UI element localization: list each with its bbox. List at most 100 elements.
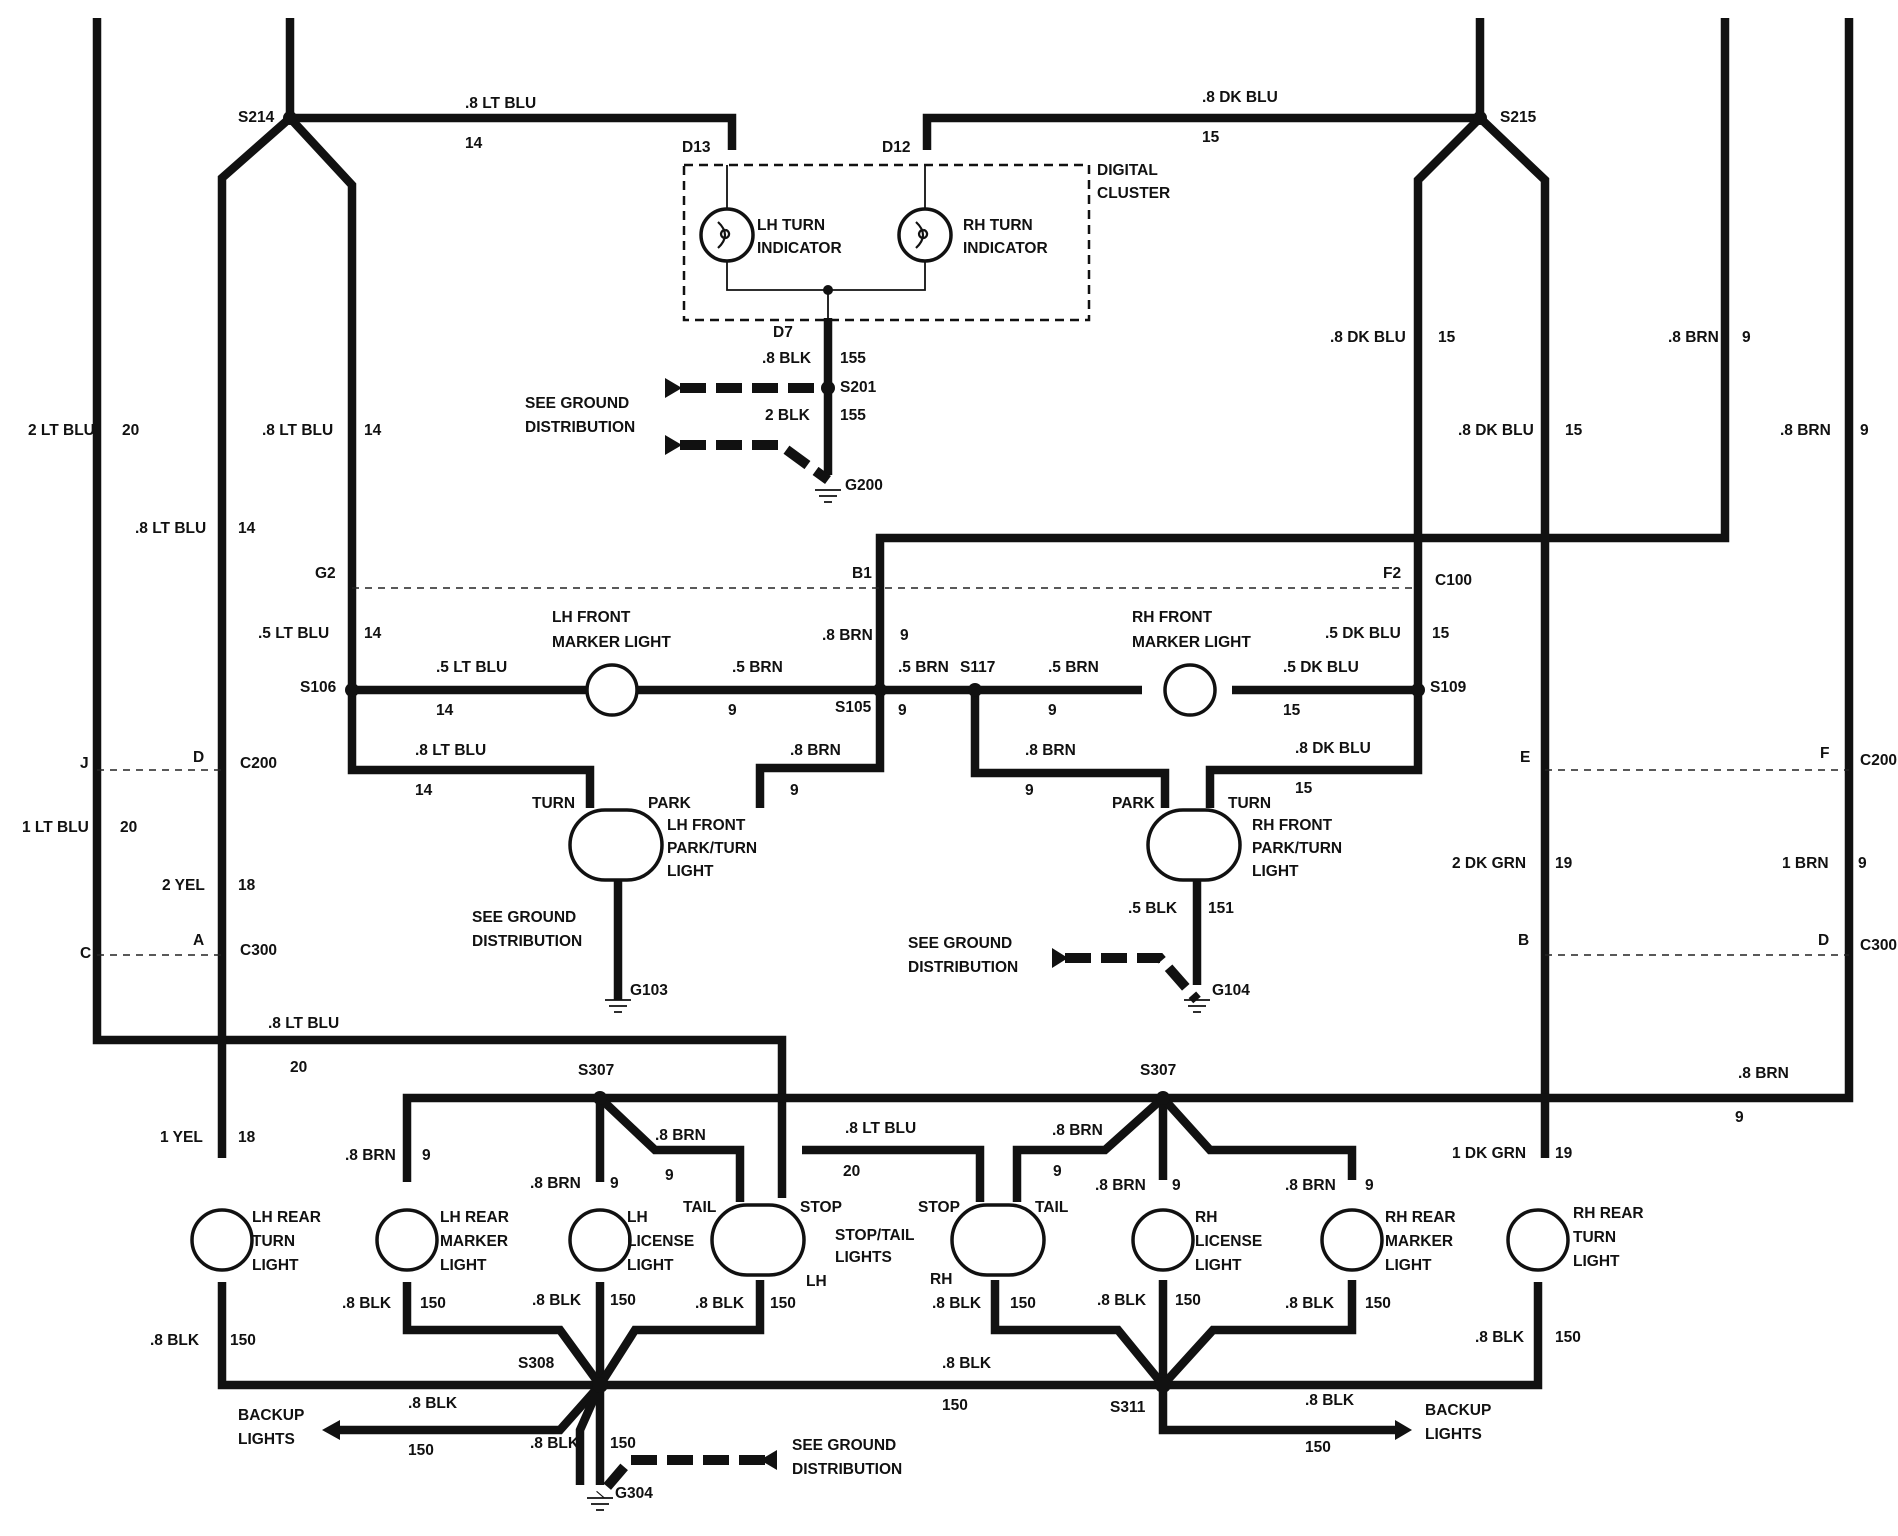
see-ground-label-1: SEE GROUND [472,909,576,926]
rh-rear-turn-label-1: RH REAR [1573,1205,1644,1222]
lh-turn-indicator-label-2: INDICATOR [757,240,842,257]
wire-label: 1 DK GRN [1452,1145,1526,1162]
circuit-label: 19 [1555,855,1573,872]
circuit-label: 14 [415,782,433,799]
rh-front-pt-label-3: LIGHT [1252,863,1299,880]
wire-label: .8 LT BLU [845,1120,916,1137]
wire-label: 1 LT BLU [22,819,89,836]
lh-front-marker-bulb [585,663,639,717]
wire-label: .8 LT BLU [268,1015,339,1032]
pin-a: A [193,932,204,949]
lh-rear-marker-label-3: LIGHT [440,1257,487,1274]
rh-stop-tail-bulb [950,1203,1046,1277]
wire-label: .8 BLK [695,1295,745,1312]
wire-label: .8 BLK [532,1292,582,1309]
wire-label: .8 BLK [942,1355,992,1372]
pin-c: C [80,945,91,962]
circuit-label: 15 [1432,625,1450,642]
circuit-label: 150 [230,1332,256,1349]
wire-label: 1 BRN [1782,855,1829,872]
splice-s105: S105 [835,699,872,716]
circuit-label: 15 [1295,780,1313,797]
stop-tail-label-2: LIGHTS [835,1249,892,1266]
wire-label: .8 LT BLU [262,422,333,439]
rh-front-park-turn-bulb [1146,808,1242,882]
connector-c100: C100 [1435,572,1472,589]
connector-d12: D12 [882,139,910,156]
circuit-label: 9 [1053,1163,1062,1180]
wire-label: .8 BRN [822,627,873,644]
circuit-label: 150 [1555,1329,1581,1346]
circuit-label: 14 [238,520,256,537]
ground-g103: G103 [630,982,668,999]
circuit-label: 15 [1202,129,1220,146]
splice-s307-left: S307 [578,1062,614,1079]
wire-label: .8 BLK [150,1332,200,1349]
wire-label: .8 BRN [1025,742,1076,759]
backup-lights-label-1: BACKUP [238,1407,304,1424]
lh-stop-tail-bulb [710,1203,806,1277]
circuit-label: 14 [364,422,382,439]
lh-rear-turn-bulb [190,1208,254,1272]
wire-label: .8 BLK [342,1295,392,1312]
rh-turn-indicator-bulb [897,207,953,263]
wire-label: .8 BLK [530,1435,580,1452]
lh-front-marker-label-2: MARKER LIGHT [552,634,671,651]
circuit-label: 9 [1860,422,1869,439]
splice-s307-right: S307 [1140,1062,1176,1079]
circuit-label: 150 [942,1397,968,1414]
circuit-label: 15 [1565,422,1583,439]
pin-f: F [1820,745,1829,762]
rh-tail-pin: TAIL [1035,1199,1068,1216]
connector-g2: G2 [315,565,336,582]
lh-license-label-1: LH [627,1209,648,1226]
connector-c200-left: C200 [240,755,277,772]
circuit-label: 14 [465,135,483,152]
lh-tail-pin: TAIL [683,1199,716,1216]
wire-label: 2 BLK [765,407,811,424]
wire-label: .8 BRN [1285,1177,1336,1194]
wire-network [92,18,1854,1485]
ground-g200: G200 [845,477,883,494]
rh-rear-marker-label-2: MARKER [1385,1233,1453,1250]
circuit-label: 9 [422,1147,431,1164]
circuit-label: 150 [1365,1295,1391,1312]
wire-label: .8 BRN [1738,1065,1789,1082]
circuit-label: 14 [436,702,454,719]
labels: S214 S215 S201 S106 S105 S117 S109 S307 … [22,89,1897,1502]
rh-front-marker-label-1: RH FRONT [1132,609,1213,626]
lh-rear-marker-bulb [375,1208,439,1272]
connector-c300-left: C300 [240,942,277,959]
circuit-label: 150 [1010,1295,1036,1312]
wire-label: .5 LT BLU [258,625,329,642]
circuit-label: 155 [840,350,866,367]
circuit-label: 9 [1025,782,1034,799]
circuit-label: 9 [898,702,907,719]
see-ground-label-2: DISTRIBUTION [472,933,582,950]
circuit-label: 151 [1208,900,1234,917]
wire-label: .8 BRN [1780,422,1831,439]
rh-rear-marker-label-1: RH REAR [1385,1209,1456,1226]
circuit-label: 14 [364,625,382,642]
rh-front-marker-bulb [1163,663,1217,717]
circuit-label: 9 [1172,1177,1181,1194]
wire-label: .8 LT BLU [135,520,206,537]
rh-rear-turn-bulb [1506,1208,1570,1272]
circuit-label: 9 [900,627,909,644]
circuit-label: 150 [1175,1292,1201,1309]
wire-label: .8 BLK [1305,1392,1355,1409]
connector-dash-lines [97,587,1849,956]
wire-label: .5 BRN [732,659,783,676]
lh-turn-indicator-bulb [699,207,755,263]
rh-front-turn-pin: TURN [1228,795,1271,812]
rh-front-pt-label-1: RH FRONT [1252,817,1333,834]
see-ground-label-1: SEE GROUND [525,395,629,412]
splice-s117: S117 [960,659,995,676]
lh-front-park-pin: PARK [648,795,692,812]
circuit-label: 18 [238,877,256,894]
circuit-label: 9 [1735,1109,1744,1126]
rh-license-label-1: RH [1195,1209,1217,1226]
lh-stop-pin: STOP [800,1199,842,1216]
wire-label: 2 YEL [162,877,205,894]
